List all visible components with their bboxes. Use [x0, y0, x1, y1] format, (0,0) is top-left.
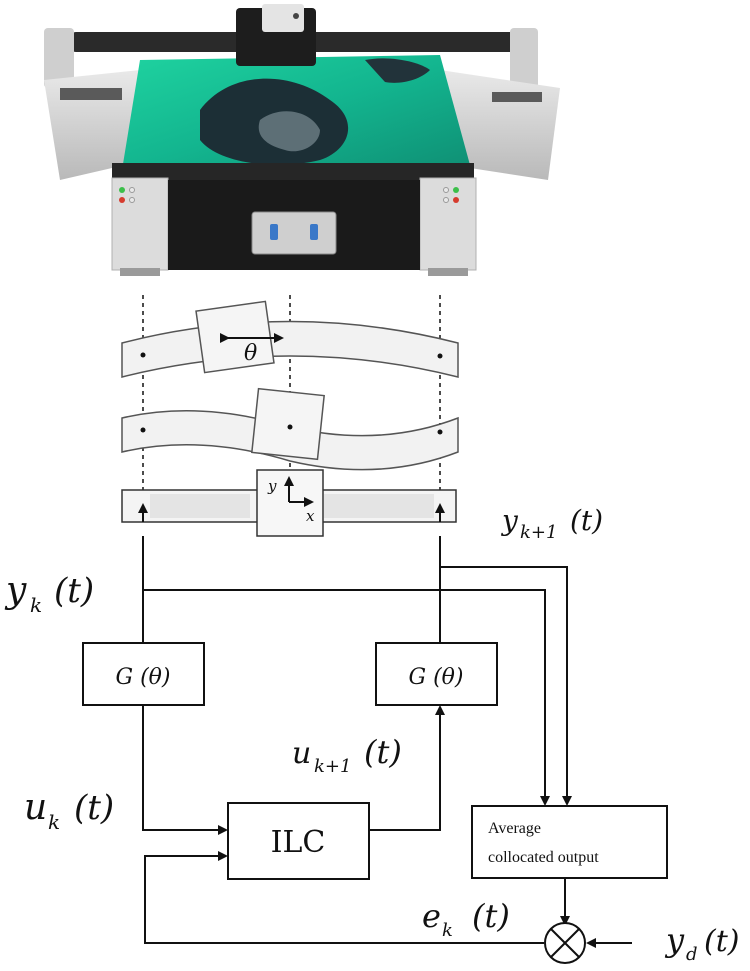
svg-text:d: d	[686, 944, 698, 965]
control-block-diagram	[142, 536, 632, 948]
signal-u-k1-label: u k+1 (t)	[292, 733, 402, 777]
average-collocated-output-block: Average collocated output	[471, 805, 668, 879]
svg-text:k+1: k+1	[314, 756, 351, 777]
ilc-block: ILC	[227, 802, 370, 880]
svg-text:y: y	[664, 921, 685, 959]
svg-text:k: k	[48, 810, 60, 834]
svg-text:(t): (t)	[704, 924, 739, 959]
g-theta-block-left: G (θ)	[82, 642, 205, 706]
signal-y-k1-label: y k+1 (t)	[500, 504, 603, 543]
svg-text:(t): (t)	[472, 897, 510, 935]
uv-flatbed-printer-illustration	[44, 4, 560, 276]
svg-text:y: y	[500, 504, 519, 537]
axis-y-label: y	[267, 477, 277, 495]
svg-text:u: u	[24, 787, 47, 828]
signal-y-d-label: y d (t)	[664, 921, 739, 965]
svg-text:Average: Average	[488, 820, 541, 837]
summing-junction	[544, 922, 586, 964]
g-theta-block-right: G (θ)	[375, 642, 498, 706]
svg-text:k+1: k+1	[520, 522, 557, 543]
svg-text:e: e	[422, 897, 441, 935]
axis-x-label: x	[306, 507, 315, 525]
signal-e-k-label: e k (t)	[422, 897, 510, 941]
svg-text:(t): (t)	[54, 571, 94, 611]
svg-text:y: y	[4, 570, 27, 611]
signal-y-k-label: y k (t)	[4, 570, 94, 617]
signal-u-k-label: u k (t)	[24, 787, 114, 834]
svg-text:(t): (t)	[74, 788, 114, 828]
svg-text:G (θ): G (θ)	[116, 665, 171, 690]
svg-text:u: u	[292, 736, 311, 771]
svg-text:(t): (t)	[570, 504, 603, 537]
beam-deflection-sketch: θ y x	[121, 295, 459, 537]
theta-label: θ	[244, 341, 257, 366]
svg-text:collocated output: collocated output	[488, 849, 599, 866]
svg-text:k: k	[30, 593, 42, 617]
svg-text:(t): (t)	[364, 733, 402, 771]
svg-text:ILC: ILC	[271, 825, 326, 860]
svg-text:G (θ): G (θ)	[409, 665, 464, 690]
svg-text:k: k	[442, 920, 453, 941]
